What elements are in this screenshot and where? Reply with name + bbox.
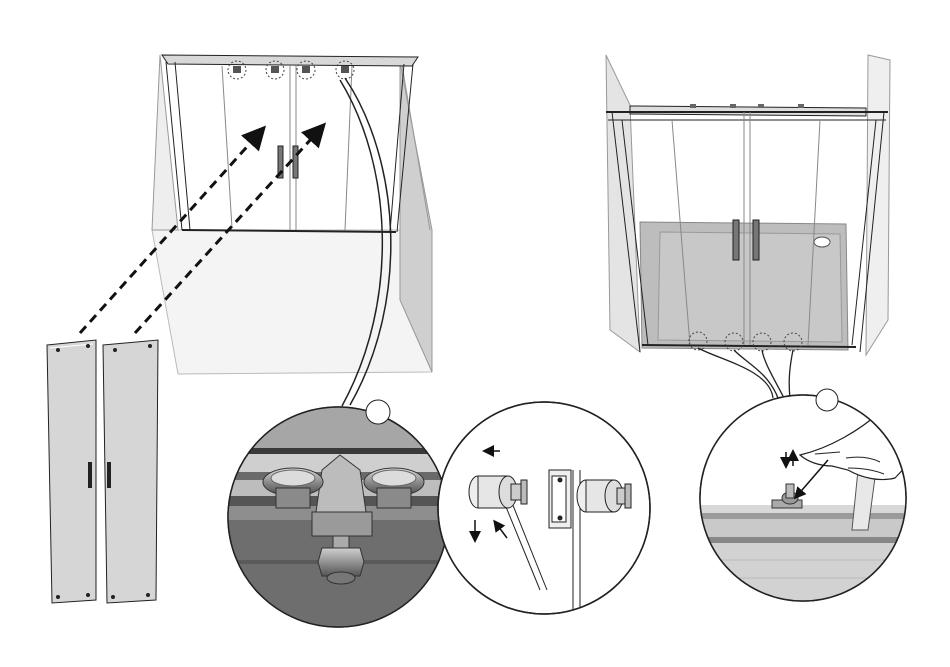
door-panel-icon <box>103 340 158 603</box>
enclosure-right <box>606 55 890 355</box>
door-panel-icon <box>47 340 96 603</box>
leader-bundle <box>698 348 793 398</box>
roller-mounting <box>438 402 650 640</box>
guide-adjust-closeup <box>695 389 912 603</box>
roller-closeup <box>220 400 460 640</box>
